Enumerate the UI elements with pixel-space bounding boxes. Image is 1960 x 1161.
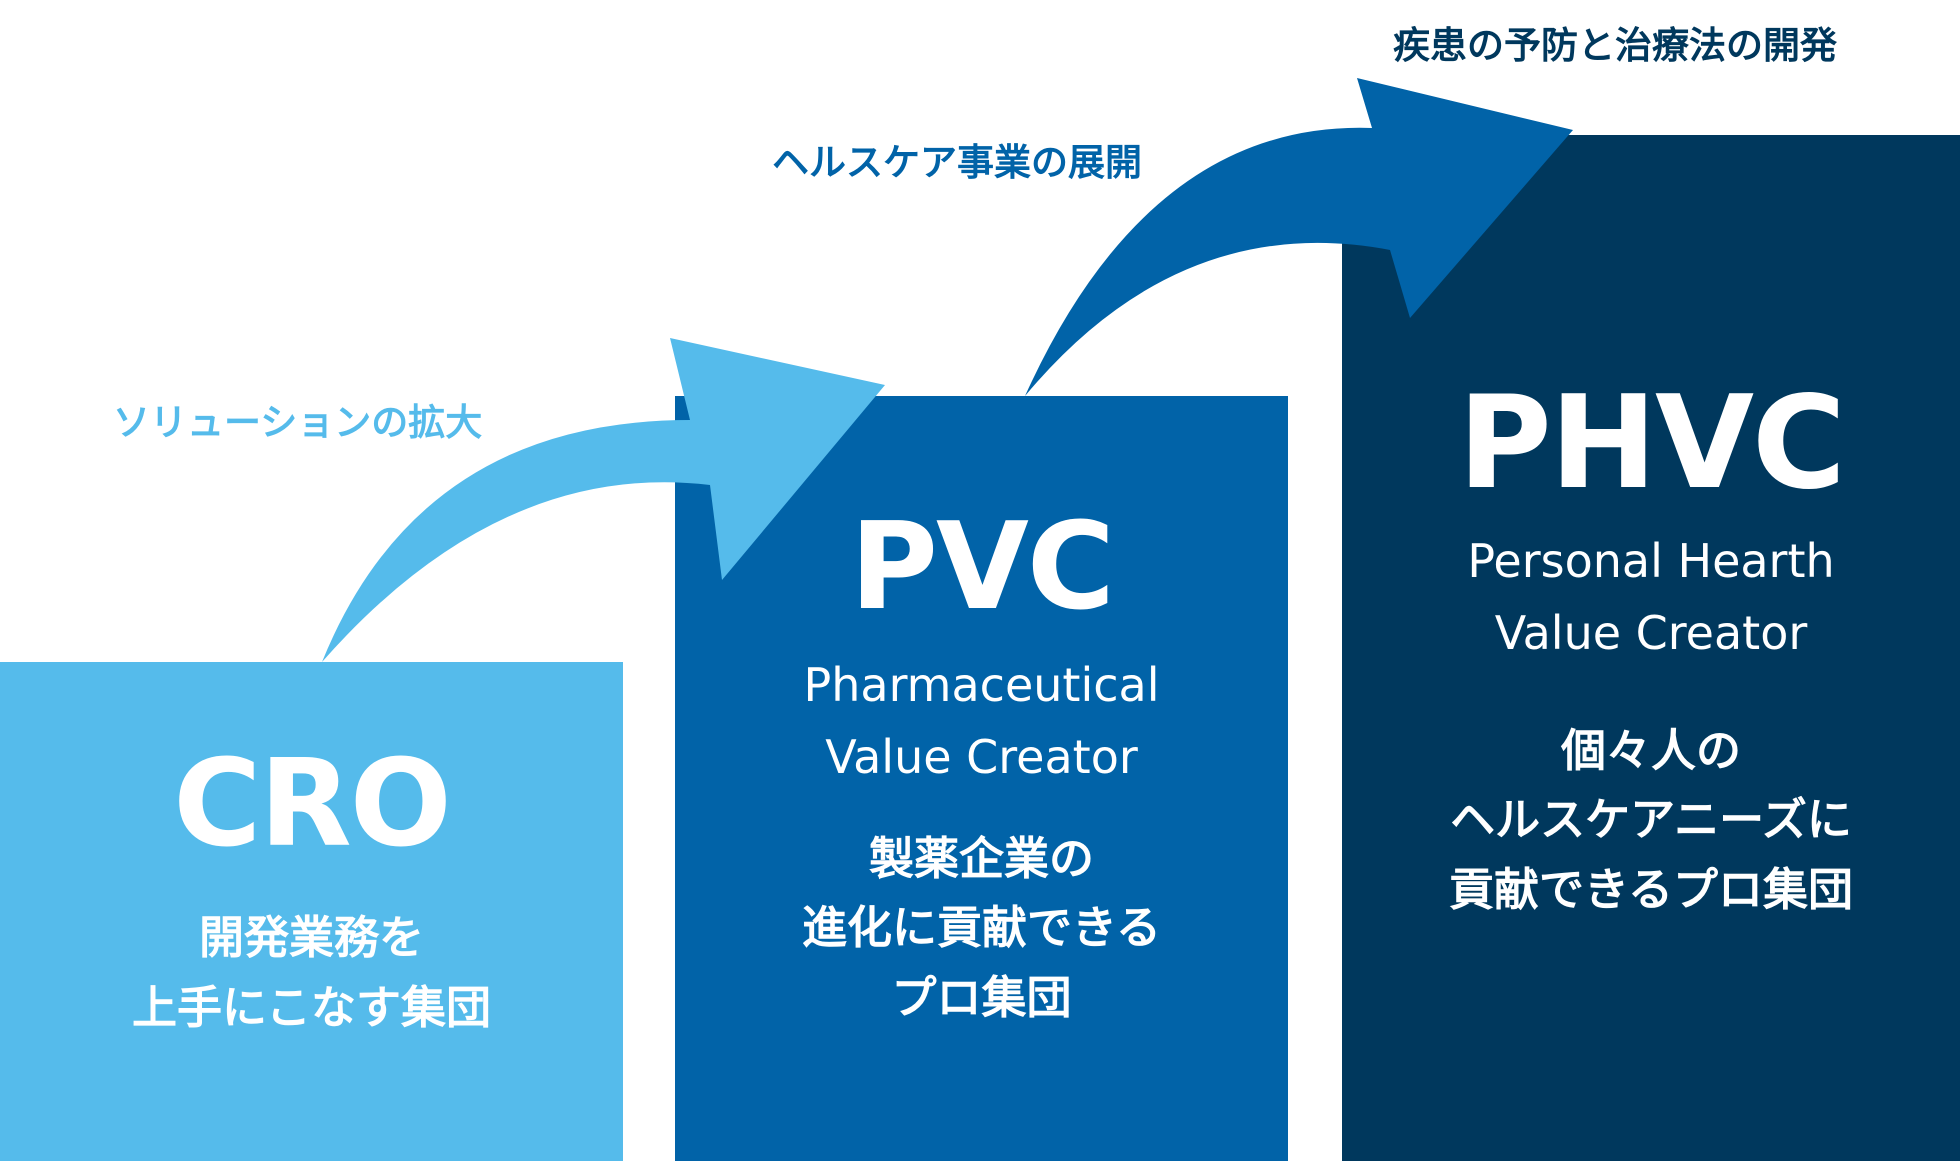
stage-box-pvc	[675, 396, 1288, 1161]
stage-desc-phvc-line2: ヘルスケアニーズに	[1450, 793, 1852, 847]
stage-acronym-pvc: PVC	[850, 498, 1115, 637]
stage-acronym-cro: CRO	[173, 735, 451, 874]
arrow-label-disease-prevention: 疾患の予防と治療法の開発	[1393, 24, 1837, 67]
stage-box-phvc	[1342, 135, 1960, 1161]
growth-arrow-healthcare	[1025, 78, 1573, 396]
arrow-label-solution-expansion: ソリューションの拡大	[113, 401, 483, 444]
stage-desc-phvc-line3: 貢献できるプロ集団	[1448, 863, 1854, 917]
stage-text-cro: CRO 開発業務を 上手にこなす集団	[0, 745, 623, 1043]
stage-text-pvc: PVC Pharmaceutical Value Creator 製薬企業の 進…	[675, 508, 1288, 1033]
stage-desc-pvc-line1: 製薬企業の	[868, 831, 1094, 885]
stage-desc-cro-line1: 開発業務を	[198, 911, 424, 964]
stage-full-pvc-line2: Value Creator	[825, 729, 1138, 784]
growth-arrow-solution	[322, 338, 885, 662]
stage-full-pvc-line1: Pharmaceutical	[803, 658, 1160, 712]
stage-full-phvc-line2: Value Creator	[1494, 605, 1808, 660]
stage-desc-pvc-line2: 進化に貢献できる	[801, 901, 1162, 955]
stage-acronym-phvc: PHVC	[1458, 369, 1846, 518]
stage-full-phvc-line1: Personal Hearth	[1467, 534, 1835, 588]
stage-box-cro	[0, 662, 623, 1161]
stage-desc-pvc-line3: プロ集団	[891, 971, 1072, 1025]
arrow-label-healthcare-business: ヘルスケア事業の展開	[772, 141, 1142, 184]
stage-desc-phvc-line1: 個々人の	[1560, 723, 1741, 777]
stage-text-phvc: PHVC Personal Hearth Value Creator 個々人の …	[1342, 380, 1960, 925]
stage-desc-cro-line2: 上手にこなす集団	[131, 980, 492, 1034]
